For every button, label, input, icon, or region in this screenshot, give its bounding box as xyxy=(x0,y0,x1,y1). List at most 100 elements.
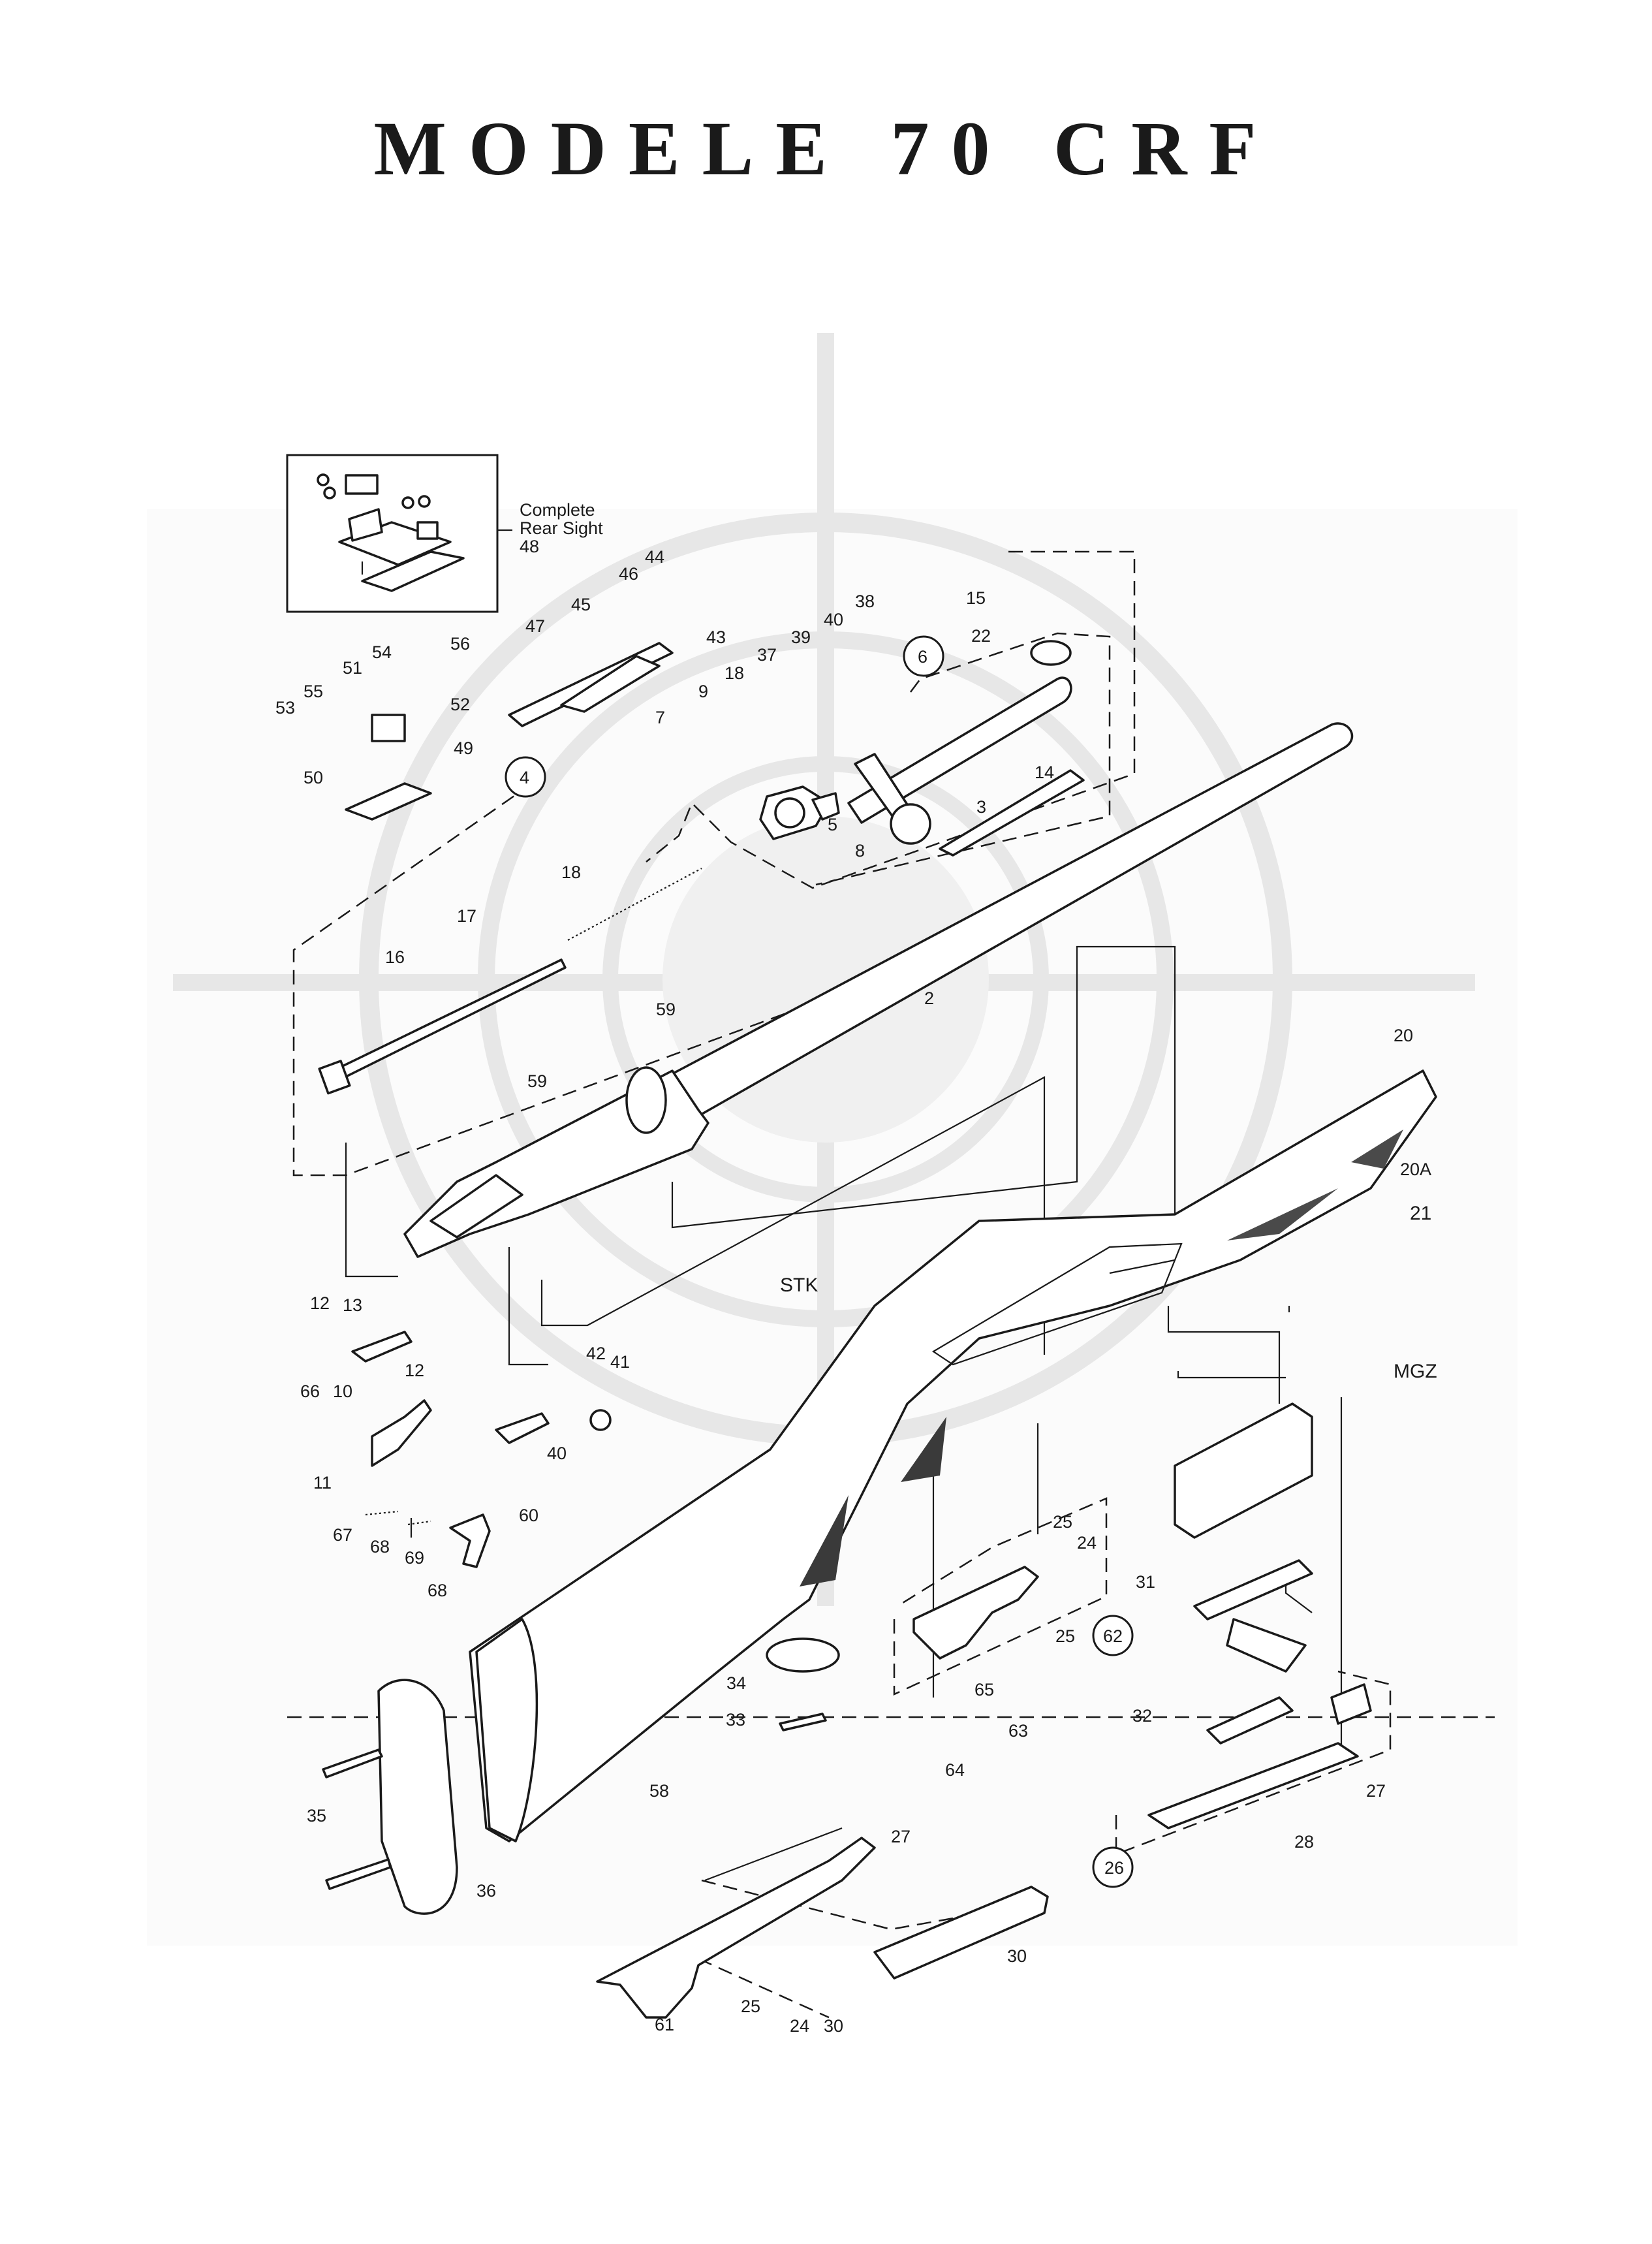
inset-caption-rear-sight: Rear Sight xyxy=(520,518,603,538)
part-number: 44 xyxy=(645,547,664,567)
part-number: 32 xyxy=(1132,1706,1152,1726)
part-number: 16 xyxy=(385,947,405,967)
part-number: 24 xyxy=(1077,1533,1097,1553)
trigger-guard-right xyxy=(912,1566,1039,1660)
part-number: 66 xyxy=(300,1382,320,1401)
part-number: 58 xyxy=(649,1781,669,1801)
barrel xyxy=(664,722,1354,1121)
inset-caption-complete: Complete xyxy=(520,500,595,520)
part-number: 18 xyxy=(561,862,581,882)
callout-circles xyxy=(505,635,1134,1888)
part-number: 63 xyxy=(1008,1721,1028,1741)
part-number: 30 xyxy=(824,2016,843,2036)
stock xyxy=(469,1069,1437,1842)
follower xyxy=(1193,1559,1313,1620)
part-number: 56 xyxy=(450,634,470,654)
diagram-title: MODELE 70 CRF xyxy=(373,106,1279,191)
part-number: 47 xyxy=(525,616,545,636)
part-number: 25 xyxy=(741,1997,760,2016)
rear-sight-inset xyxy=(286,454,512,613)
part-number: 3 xyxy=(976,797,986,817)
part-number: 59 xyxy=(656,1000,676,1019)
floorplate xyxy=(873,1886,1049,1980)
part-number: 50 xyxy=(304,768,323,787)
part-number: 45 xyxy=(571,595,591,614)
part-number: 42 xyxy=(586,1344,606,1363)
stock-label: STK xyxy=(780,1274,818,1296)
part-number: 61 xyxy=(655,2015,674,2034)
part-number: 54 xyxy=(372,642,392,662)
magazine-label: MGZ xyxy=(1394,1361,1437,1382)
part-number: 40 xyxy=(547,1444,567,1463)
butt-pad xyxy=(377,1679,458,1915)
bottom-metal xyxy=(596,1827,876,2019)
part-number: 30 xyxy=(1007,1946,1027,1966)
callout-number: 26 xyxy=(1104,1858,1124,1878)
callout-number: 4 xyxy=(520,768,529,787)
part-number: 34 xyxy=(726,1673,746,1693)
part-number: 40 xyxy=(824,610,843,629)
bolt-handle xyxy=(854,753,931,845)
part-number: 59 xyxy=(527,1071,547,1091)
part-number: 13 xyxy=(343,1295,362,1315)
floorplate-right xyxy=(1147,1683,1372,1829)
part-number: 12 xyxy=(405,1361,424,1380)
part-number: 10 xyxy=(333,1382,352,1401)
part-number: 27 xyxy=(1366,1781,1386,1801)
part-number: 67 xyxy=(333,1525,352,1545)
part-number: 46 xyxy=(619,564,638,584)
part-number: 25 xyxy=(1053,1512,1072,1532)
part-number: 14 xyxy=(1035,763,1054,782)
callout-number: 62 xyxy=(1103,1626,1123,1646)
part-number: 17 xyxy=(457,906,476,926)
bolt-shroud xyxy=(759,785,840,840)
part-number: 27 xyxy=(891,1827,911,1846)
part-number: 9 xyxy=(698,682,708,701)
part-number: 35 xyxy=(307,1806,326,1825)
part-number: 12 xyxy=(310,1293,330,1313)
part-number: 68 xyxy=(370,1537,390,1557)
part-number: 60 xyxy=(519,1506,538,1525)
part-number: 38 xyxy=(855,592,875,611)
part-number: 8 xyxy=(855,841,865,861)
part-number: 51 xyxy=(343,658,362,678)
part-number: 2 xyxy=(924,988,934,1008)
part-number: 31 xyxy=(1136,1572,1155,1592)
magazine-spring xyxy=(1206,1618,1307,1745)
bolt-body xyxy=(847,640,1085,857)
part-number: 69 xyxy=(405,1548,424,1568)
part-number: 15 xyxy=(966,588,986,608)
butt-pad-screws xyxy=(322,1748,392,1890)
grip-cap xyxy=(766,1637,840,1731)
part-number: 65 xyxy=(974,1680,994,1699)
part-number: 43 xyxy=(706,627,726,647)
part-number: 68 xyxy=(428,1581,447,1600)
part-number: 49 xyxy=(454,738,473,758)
trigger-group xyxy=(351,1331,612,1568)
receiver xyxy=(403,1066,709,1258)
part-number: 53 xyxy=(275,698,295,718)
part-number: 22 xyxy=(971,626,991,646)
part-number: 55 xyxy=(304,682,323,701)
part-number: 7 xyxy=(655,708,665,727)
part-number: 20 xyxy=(1394,1026,1413,1045)
part-number: 36 xyxy=(476,1881,496,1901)
part-number: 39 xyxy=(791,627,811,647)
part-number: 37 xyxy=(757,645,777,665)
part-number: 20A xyxy=(1400,1160,1431,1179)
callout-number: 6 xyxy=(918,647,927,667)
part-number: 5 xyxy=(828,815,837,834)
firing-pin xyxy=(318,958,567,1095)
part-number: 33 xyxy=(726,1710,745,1730)
sight-rail xyxy=(508,642,674,727)
inset-caption-number: 48 xyxy=(520,537,539,556)
part-number: 41 xyxy=(610,1352,630,1372)
part-number: 21 xyxy=(1410,1203,1431,1224)
rear-sight-assembly xyxy=(345,714,432,821)
part-number: 24 xyxy=(790,2016,809,2036)
part-number: 64 xyxy=(945,1760,965,1780)
part-number: 18 xyxy=(725,663,744,683)
part-number: 52 xyxy=(450,695,470,714)
part-number: 28 xyxy=(1294,1832,1314,1852)
